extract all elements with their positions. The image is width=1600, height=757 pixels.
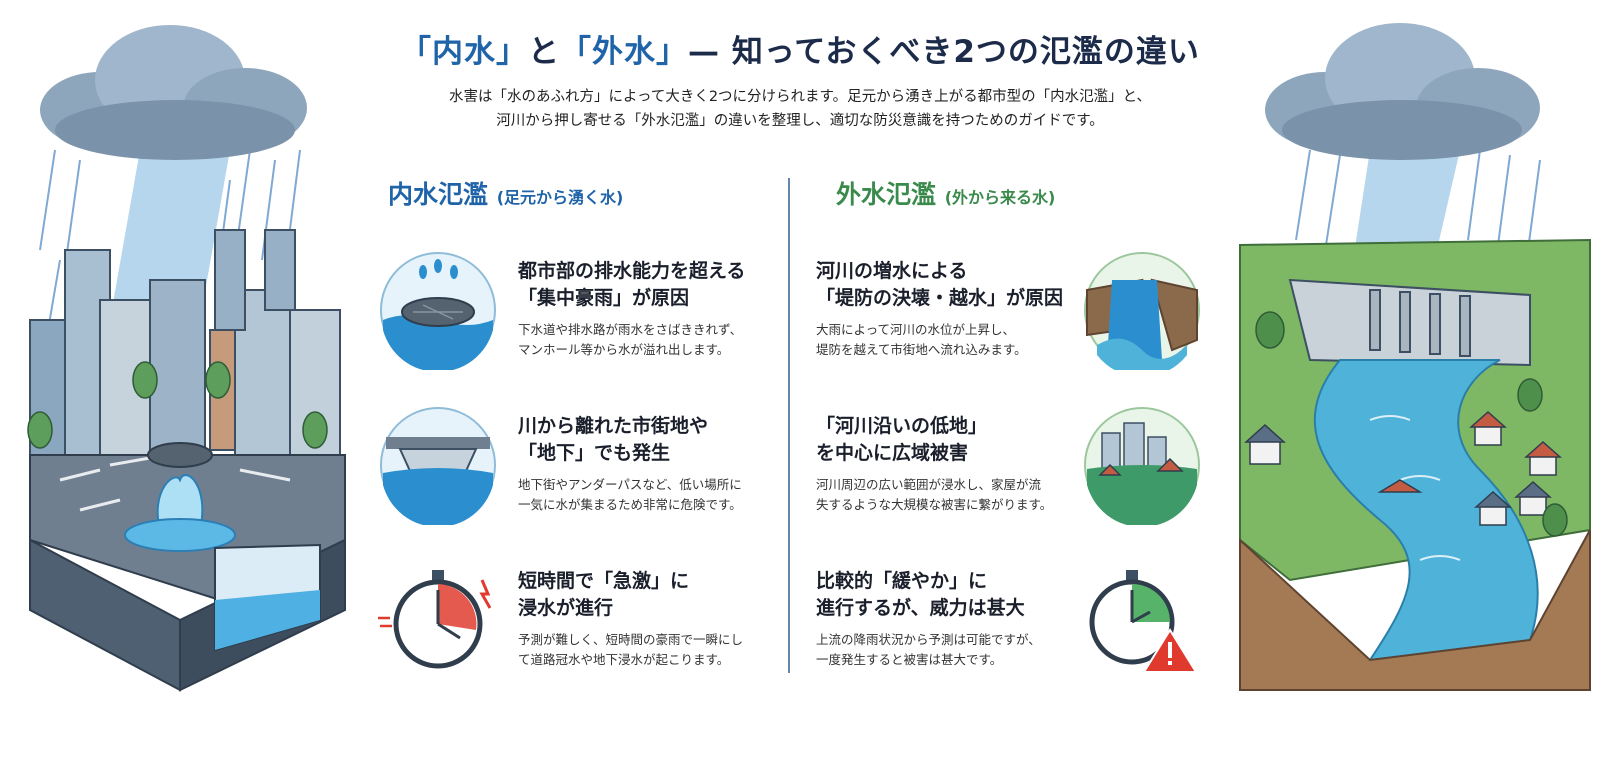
levee-breach-icon <box>1084 252 1200 370</box>
title-rest: — 知っておくべき2つの氾濫の違い <box>688 34 1200 70</box>
inner-item-3-heading-1: 短時間で「急激」に <box>518 570 690 592</box>
inner-item-2-heading-1: 川から離れた市街地や <box>518 415 709 437</box>
water-spout <box>156 474 204 531</box>
outer-item-3-body-1: 上流の降雨状況から予測は可能ですが、 <box>816 632 1041 647</box>
inner-flood-item-2: 川から離れた市街地や 「地下」でも発生 地下街やアンダーパスなど、低い場所に 一… <box>378 405 798 535</box>
outer-flood-title-sub: (外から来る水) <box>944 188 1056 207</box>
page-subtitle: 水害は「水のあふれ方」によって大きく2つに分けられます。足元から湧き上がる都市型… <box>340 85 1260 133</box>
outer-flood-item-2: 「河川沿いの低地」 を中心に広域被害 河川周辺の広い範囲が浸水し、家屋が流 失す… <box>816 405 1236 535</box>
inner-item-2-heading-2: 「地下」でも発生 <box>518 442 671 464</box>
inner-item-1-heading-2: 「集中豪雨」が原因 <box>518 287 690 309</box>
outer-item-1-heading-1: 河川の増水による <box>816 260 968 282</box>
urban-flood-illustration <box>27 25 346 692</box>
outer-item-3-heading-2: 進行するが、威力は甚大 <box>816 597 1025 619</box>
underground-water <box>215 590 320 650</box>
outer-item-3-heading-1: 比較的「緩やか」に <box>816 570 988 592</box>
inner-flood-item-3: 短時間で「急激」に 浸水が進行 予測が難しく、短時間の豪雨で一瞬にし て道路冠水… <box>378 560 798 690</box>
inner-flood-title-main: 内水氾濫 <box>388 180 489 209</box>
street-trees <box>27 361 328 449</box>
stopwatch-warning-icon <box>1089 570 1198 673</box>
inner-item-2-body-1: 地下街やアンダーパスなど、低い場所に <box>518 477 742 492</box>
outer-item-2-body-2: 失するような大規模な被害に繋がります。 <box>816 497 1053 512</box>
outer-item-2-heading-2: を中心に広域被害 <box>816 442 969 464</box>
page-header: 「内水」と「外水」— 知っておくべき2つの氾濫の違い 水害は「水のあふれ方」によ… <box>340 26 1260 133</box>
storm-cloud-left <box>40 25 307 160</box>
outer-flood-item-1: 河川の増水による 「堤防の決壊・越水」が原因 大雨によって河川の水位が上昇し、 … <box>816 250 1236 380</box>
outer-item-1-body-1: 大雨によって河川の水位が上昇し、 <box>816 322 1016 337</box>
outer-item-2-body-1: 河川周辺の広い範囲が浸水し、家屋が流 <box>816 477 1042 492</box>
flooded-town-icon <box>1084 407 1200 525</box>
trees-right <box>1255 311 1568 537</box>
outer-item-3-body-2: 一度発生すると被害は甚大です。 <box>816 652 1003 667</box>
manhole-overflow-icon <box>380 252 496 370</box>
soil-front <box>1239 529 1591 691</box>
underpass-flood-icon <box>380 407 496 525</box>
outer-item-1-heading-2: 「堤防の決壊・越水」が原因 <box>816 287 1064 309</box>
river-flood-illustration <box>1239 23 1591 691</box>
city-buildings <box>29 229 341 461</box>
river-waves <box>1369 415 1461 561</box>
title-outer-water: 「外水」 <box>560 34 689 70</box>
inner-item-1-body-2: マンホール等から水が溢れ出します。 <box>518 342 730 357</box>
subtitle-line-2: 河川から押し寄せる「外水氾濫」の違いを整理し、適切な防災意識を持つためのガイドで… <box>496 113 1104 129</box>
manhole-cover <box>147 442 213 468</box>
outer-flood-item-3: 比較的「緩やか」に 進行するが、威力は甚大 上流の降雨状況から予測は可能ですが、… <box>816 560 1236 690</box>
outer-flood-title: 外水氾濫 (外から来る水) <box>836 175 1055 211</box>
stopwatch-fast-icon <box>378 570 492 669</box>
overflow-puddle <box>124 518 236 552</box>
inner-flood-title: 内水氾濫 (足元から湧く水) <box>388 175 623 211</box>
inner-item-3-body-2: て道路冠水や地下浸水が起こります。 <box>518 652 730 667</box>
inner-item-3-body-1: 予測が難しく、短時間の豪雨で一瞬にし <box>518 632 744 647</box>
title-inner-water: 「内水」 <box>400 34 529 70</box>
rain-streaks-right <box>1295 149 1541 251</box>
storm-cloud-right <box>1265 23 1540 160</box>
inner-item-1-body-1: 下水道や排水路が雨水をさばききれず、 <box>518 322 743 337</box>
rain-beam-left <box>110 150 230 320</box>
inner-flood-title-sub: (足元から湧く水) <box>496 188 624 207</box>
riverside-houses <box>1244 410 1562 526</box>
subtitle-line-1: 水害は「水のあふれ方」によって大きく2つに分けられます。足元から湧き上がる都市型… <box>448 89 1152 105</box>
outer-flood-title-main: 外水氾濫 <box>836 180 937 209</box>
outer-item-2-heading-1: 「河川沿いの低地」 <box>816 415 988 437</box>
inner-item-2-body-2: 一気に水が集まるため非常に危険です。 <box>518 497 742 512</box>
title-to: と <box>528 34 561 70</box>
column-divider <box>788 178 790 673</box>
inner-item-1-heading-1: 都市部の排水能力を超える <box>518 260 746 282</box>
outer-item-1-body-2: 堤防を越えて市街地へ流れ込みます。 <box>816 342 1027 357</box>
page-title: 「内水」と「外水」— 知っておくべき2つの氾濫の違い <box>340 26 1260 71</box>
inner-item-3-heading-2: 浸水が進行 <box>518 597 614 619</box>
inner-flood-item-1: 都市部の排水能力を超える 「集中豪雨」が原因 下水道や排水路が雨水をさばききれず… <box>378 250 798 380</box>
